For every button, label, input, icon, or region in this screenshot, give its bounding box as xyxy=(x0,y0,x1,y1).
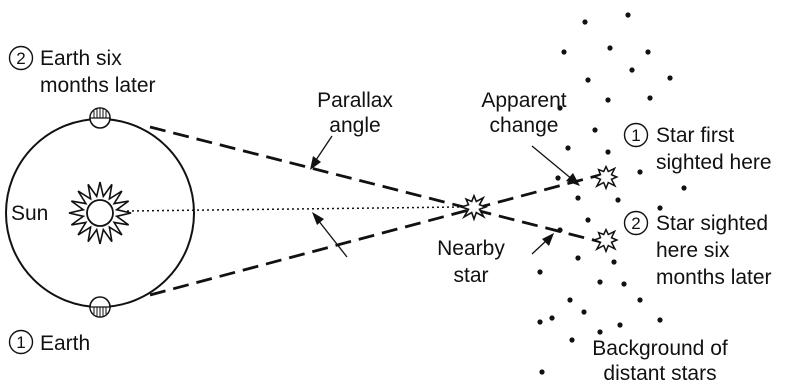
apparent-label-line2: change xyxy=(490,114,559,137)
background-label-line1: Background of xyxy=(592,337,728,360)
first-sighting-label-line2: sighted here xyxy=(656,151,772,174)
nearby-star-icon xyxy=(458,193,489,222)
earth-now-icon xyxy=(89,296,111,318)
distant-star-dot xyxy=(617,322,623,328)
second-sighting-label-line2: here six xyxy=(656,239,730,262)
earth-later-number-circle xyxy=(8,45,34,71)
second-sighting-label-line1: Star sighted xyxy=(656,212,768,235)
apparent-star-later-icon xyxy=(592,227,619,254)
sight-line-now xyxy=(149,173,601,297)
sun-label: Sun xyxy=(11,202,48,225)
distant-star-dot xyxy=(575,195,581,201)
second-sighting-label-line3: months later xyxy=(656,266,772,289)
earth-later-label-line1: Earth six xyxy=(40,47,122,70)
distant-star-dot xyxy=(611,259,617,265)
parallax-label-line2: angle xyxy=(329,114,380,137)
apparent-label-line1: Apparent xyxy=(481,89,566,112)
apparent-change-arrow-icon xyxy=(531,145,580,186)
second-number: 2 xyxy=(631,214,640,233)
distant-star-dot xyxy=(647,95,653,101)
distant-star-dot xyxy=(597,279,603,285)
apparent-star-first-icon xyxy=(592,164,619,191)
earth-later-icon xyxy=(89,107,111,129)
earth-now-number: 1 xyxy=(16,333,25,352)
distant-star-dot xyxy=(592,127,598,133)
distant-star-dot xyxy=(681,185,687,191)
background-stars xyxy=(537,12,687,375)
distant-star-dot xyxy=(537,269,543,275)
first-number-circle xyxy=(623,122,649,148)
distant-star-dot xyxy=(569,337,575,343)
distant-star-dot xyxy=(645,49,651,55)
earth-later-label-line2: months later xyxy=(40,74,156,97)
distant-star-dot xyxy=(629,67,635,73)
distant-star-dot xyxy=(555,175,561,181)
distant-star-dot xyxy=(605,97,611,103)
sun-star-dotted-line xyxy=(126,206,463,212)
distant-star-dot xyxy=(582,19,588,25)
distant-star-dot xyxy=(621,281,627,287)
distant-star-dot xyxy=(575,255,581,261)
second-number-circle xyxy=(623,210,649,236)
parallax-arrow-icon xyxy=(310,135,333,170)
distant-star-dot xyxy=(657,205,663,211)
earth-now-label: Earth xyxy=(40,332,90,355)
distant-star-dot xyxy=(581,309,587,315)
parallax-label-line1: Parallax xyxy=(317,89,393,112)
distant-star-dot xyxy=(567,297,573,303)
apparent-change-lower-arrow-icon xyxy=(531,233,554,255)
distant-star-dot xyxy=(557,105,563,111)
distant-star-dot xyxy=(585,217,591,223)
distant-star-dot xyxy=(605,149,611,155)
sight-line-later xyxy=(149,125,606,245)
nearby-star-label-line2: star xyxy=(453,264,488,287)
distant-star-dot xyxy=(539,369,545,375)
distant-star-dot xyxy=(549,315,555,321)
distant-star-dot xyxy=(565,145,571,151)
distant-star-dot xyxy=(615,197,621,203)
sun-icon xyxy=(68,181,132,245)
first-number: 1 xyxy=(631,126,640,145)
distant-star-dot xyxy=(625,12,631,18)
distant-star-dot xyxy=(597,329,603,335)
earth-now-number-circle xyxy=(8,329,34,355)
nearby-star-label-line1: Nearby xyxy=(437,237,505,260)
distant-star-dot xyxy=(637,297,643,303)
background-label-line2: distant stars xyxy=(603,362,716,384)
distant-star-dot xyxy=(537,319,543,325)
distant-star-dot xyxy=(657,317,663,323)
distant-star-dot xyxy=(561,49,567,55)
distant-star-dot xyxy=(667,75,673,81)
first-sighting-label-line1: Star first xyxy=(656,124,734,147)
distant-star-dot xyxy=(557,227,563,233)
parallax-arrow-lower-icon xyxy=(312,212,348,258)
distant-star-dot xyxy=(607,45,613,51)
earth-later-number: 2 xyxy=(16,49,25,68)
distant-star-dot xyxy=(637,169,643,175)
distant-star-dot xyxy=(585,77,591,83)
